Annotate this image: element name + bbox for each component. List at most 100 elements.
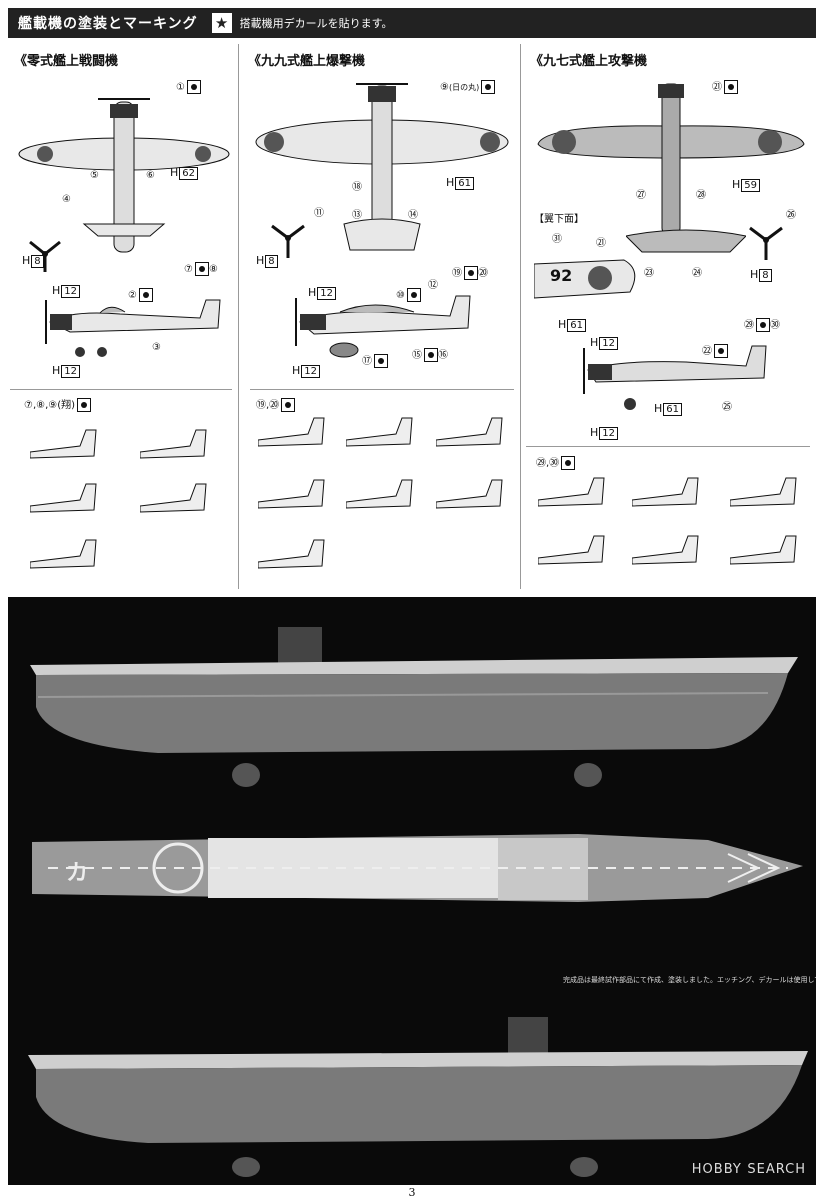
val-tail-4 xyxy=(258,479,325,509)
zero-title: 《零式艦上戦闘機 xyxy=(14,54,119,69)
decal-flag-icon xyxy=(464,266,478,280)
kate-divider xyxy=(526,446,810,447)
val-top-view xyxy=(255,83,509,251)
val-tail-7 xyxy=(258,539,325,569)
carrier-top-view xyxy=(32,834,803,902)
decal-flag-icon xyxy=(138,288,153,302)
kate-tail-4 xyxy=(538,535,605,565)
val-tail-2 xyxy=(346,417,413,447)
page-number: 3 xyxy=(408,1186,416,1199)
kate-callout-25: ㉕ xyxy=(722,402,732,413)
decal-flag-icon xyxy=(756,318,770,332)
kate-tail-number: 92 xyxy=(550,266,573,285)
kate-tail-2 xyxy=(632,477,699,507)
zero-tail-5 xyxy=(30,539,97,569)
kate-title: 《九七式艦上攻撃機 xyxy=(530,54,648,69)
zero-callout-1: ① xyxy=(176,80,201,94)
val-tail-6 xyxy=(436,479,503,509)
zero-callout-5: ⑤ xyxy=(90,170,99,181)
decal-flag-icon xyxy=(406,288,421,302)
kate-tail-6 xyxy=(730,535,797,565)
val-callout-18: ⑱ xyxy=(352,182,362,193)
val-side-view xyxy=(295,295,471,358)
val-callout-14: ⑭ xyxy=(408,210,418,221)
val-callout-9: ⑨(日の丸) xyxy=(440,80,496,94)
zero-tail-4 xyxy=(140,483,207,513)
kate-callout-28: ㉘ xyxy=(696,190,706,201)
decal-flag-icon xyxy=(561,456,576,470)
kate-wing-label: 【翼下面】 xyxy=(534,214,584,225)
kate-tail-5 xyxy=(632,535,699,565)
section-note: 搭載機用デカールを貼ります。 xyxy=(239,17,393,30)
zero-callout-4: ④ xyxy=(62,194,71,205)
zero-tail-1 xyxy=(30,429,97,459)
kate-tail-3 xyxy=(730,477,797,507)
carrier-side-view-1 xyxy=(30,627,798,787)
zero-callout-2: ② xyxy=(128,288,153,302)
kate-propeller xyxy=(749,226,783,260)
val-propeller xyxy=(271,224,305,258)
kate-callout-23: ㉓ xyxy=(644,268,654,279)
decal-flag-icon xyxy=(724,80,738,94)
val-tail-5 xyxy=(346,479,413,509)
val-tail-label: ⑲,⑳ xyxy=(256,396,296,412)
zero-tail-2 xyxy=(140,429,207,459)
kate-callout-22: ㉒ xyxy=(702,342,728,358)
decal-flag-icon xyxy=(714,344,728,358)
watermark: HOBBY SEARCH xyxy=(691,1162,806,1177)
carrier-side-view-2 xyxy=(28,1017,808,1177)
zero-tail-3 xyxy=(30,483,97,513)
val-tail-3 xyxy=(436,417,503,447)
zero-callout-6: ⑥ xyxy=(146,170,155,181)
kate-wing-underside xyxy=(534,259,636,299)
star-icon: ★ xyxy=(211,13,232,33)
val-callout-13: ⑬ xyxy=(352,210,362,221)
section-header: 艦載機の塗装とマーキング ★ 搭載機用デカールを貼ります。 xyxy=(8,8,816,38)
zero-top-view xyxy=(18,98,230,272)
kate-callout-27: ㉗ xyxy=(636,190,646,201)
model-photo: カ 完成品は最終試作部品にて作成、塗装しました。エッチング、デカールは使用してお… xyxy=(8,597,816,1185)
val-callout-10: ⑩ xyxy=(396,288,421,302)
zero-side-view xyxy=(45,299,221,357)
val-title: 《九九式艦上爆撃機 xyxy=(248,54,366,69)
decal-flag-icon xyxy=(281,398,296,412)
deck-kana: カ xyxy=(66,861,89,886)
val-callout-11: ⑪ xyxy=(314,208,324,219)
decal-flag-icon xyxy=(424,348,438,362)
kate-callout-26: ㉖ xyxy=(786,210,796,221)
decal-flag-icon xyxy=(186,80,201,94)
val-callout-12: ⑫ xyxy=(428,280,438,291)
kate-side-view xyxy=(583,345,767,410)
kate-top-view xyxy=(537,83,805,235)
section-title: 艦載機の塗装とマーキング xyxy=(18,16,198,32)
kate-tail-top xyxy=(626,229,746,253)
zero-tail-label: ⑦,⑧,⑨(翔) xyxy=(24,396,92,412)
decal-flag-icon xyxy=(194,262,209,276)
val-divider xyxy=(250,389,514,390)
kate-callout-24: ㉔ xyxy=(692,268,702,279)
val-tail-1 xyxy=(258,417,325,447)
kate-callout-21b: ㉑ xyxy=(596,238,606,249)
val-callout-17: ⑰ xyxy=(362,352,388,368)
kate-tail-1 xyxy=(538,477,605,507)
